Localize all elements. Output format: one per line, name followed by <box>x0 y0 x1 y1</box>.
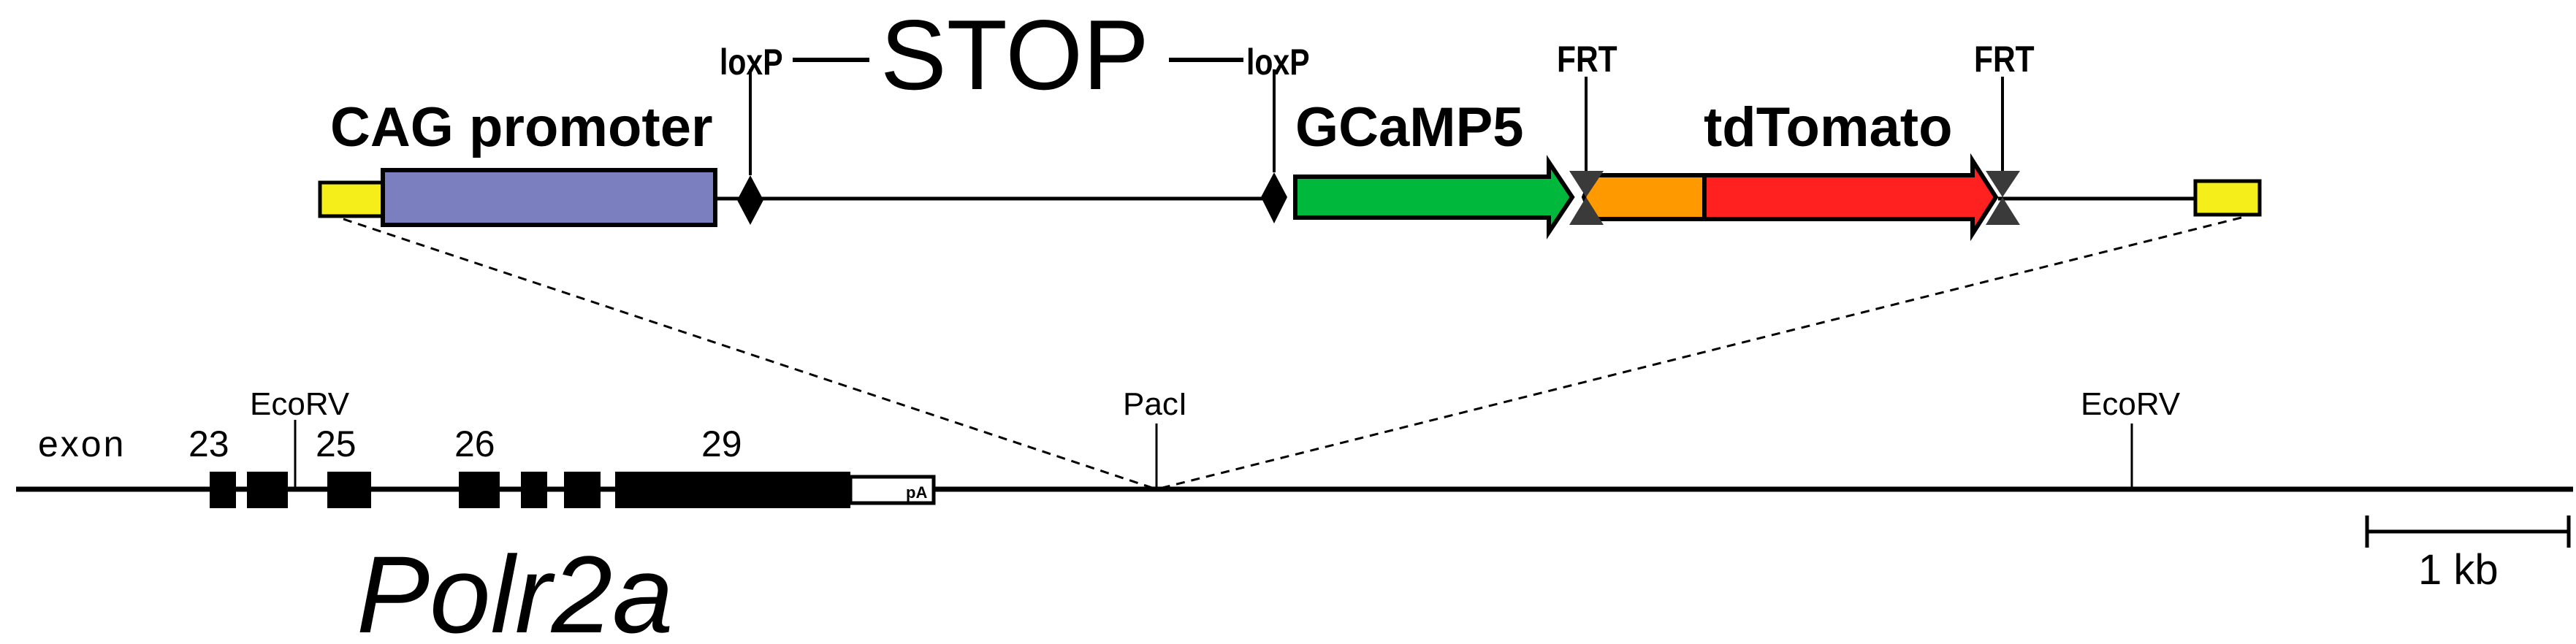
exon-24 <box>247 472 288 508</box>
ecorv-right-label: EcoRV <box>2081 386 2181 422</box>
gene-name: Polr2a <box>357 533 674 644</box>
loxp-left-label: loxP <box>720 42 783 83</box>
exon-label: exon <box>38 423 126 464</box>
tdtomato-arrow-red <box>1702 153 1999 242</box>
targeting-construct: CAG promoter loxP STOP loxP GCaMP5 tdTom… <box>318 0 2262 242</box>
gcamp5-label: GCaMP5 <box>1295 96 1524 158</box>
paci-label: PacI <box>1123 386 1187 422</box>
cag-promoter-label: CAG promoter <box>330 96 713 158</box>
exon-number-26: 26 <box>454 423 495 464</box>
homology-arm-left <box>318 180 385 218</box>
cag-promoter-box <box>381 168 717 227</box>
frt-left-label: FRT <box>1557 39 1617 80</box>
scale-bar: 1 kb <box>2365 515 2571 594</box>
polr2a-locus: pA exon 23 25 26 29 EcoRV PacI EcoRV 1 k… <box>16 386 2573 644</box>
gcamp5-arrow <box>1293 155 1575 239</box>
insertion-line-right <box>1156 216 2242 491</box>
loxp-right-label: loxP <box>1246 42 1310 83</box>
insertion-line-left <box>343 218 1157 491</box>
frt-right-label: FRT <box>1974 39 2035 80</box>
frt-left-site: FRT <box>1557 39 1617 225</box>
exon-29-utr <box>848 475 936 505</box>
polya-label: pA <box>906 483 927 502</box>
exon-23 <box>210 472 236 508</box>
exon-number-23: 23 <box>188 423 229 464</box>
scale-bar-label: 1 kb <box>2418 546 2499 594</box>
frt-right-site: FRT <box>1974 39 2035 225</box>
tdtomato-arrow-orange <box>1581 173 1707 221</box>
exon-25 <box>327 472 371 508</box>
exon-26 <box>459 472 500 508</box>
loxp-right-diamond <box>1261 172 1287 223</box>
loxp-left-diamond <box>737 175 763 225</box>
exon-28 <box>564 472 601 508</box>
stop-label: STOP <box>880 0 1149 110</box>
tdtomato-label: tdTomato <box>1704 96 1953 158</box>
homology-arm-right <box>2193 179 2262 217</box>
exon-number-25: 25 <box>316 423 357 464</box>
ecorv-left-label: EcoRV <box>250 386 350 422</box>
exon-29-coding <box>615 472 850 508</box>
exon-27 <box>521 472 547 508</box>
exon-number-29: 29 <box>701 423 742 464</box>
